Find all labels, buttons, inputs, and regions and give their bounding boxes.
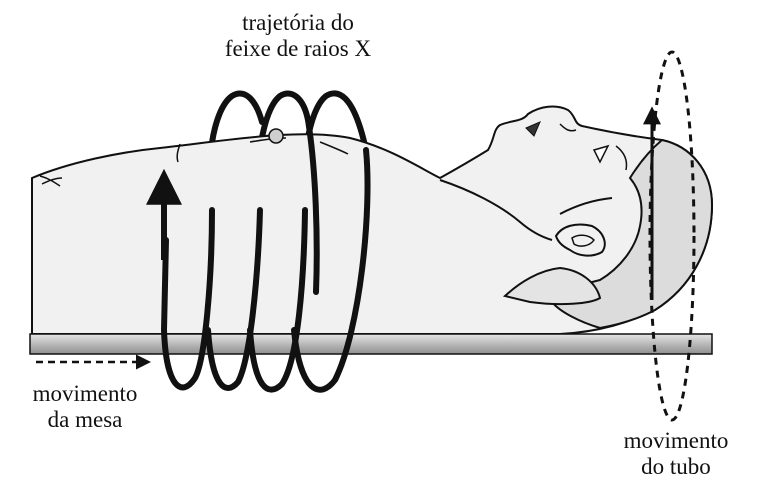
- table-movement-label: movimento da mesa: [0, 381, 170, 433]
- beam-path-label-line1: trajetória do: [178, 10, 418, 36]
- beam-path-label-line2: feixe de raios X: [178, 36, 418, 62]
- tube-movement-label: movimento do tubo: [596, 428, 756, 480]
- table-movement-label-line1: movimento: [0, 381, 170, 407]
- tube-movement-label-line2: do tubo: [596, 454, 756, 480]
- beam-path-label: trajetória do feixe de raios X: [178, 10, 418, 62]
- tube-movement-label-line1: movimento: [596, 428, 756, 454]
- patient-table: [30, 334, 712, 354]
- patient-body: [32, 107, 712, 334]
- table-movement-label-line2: da mesa: [0, 407, 170, 433]
